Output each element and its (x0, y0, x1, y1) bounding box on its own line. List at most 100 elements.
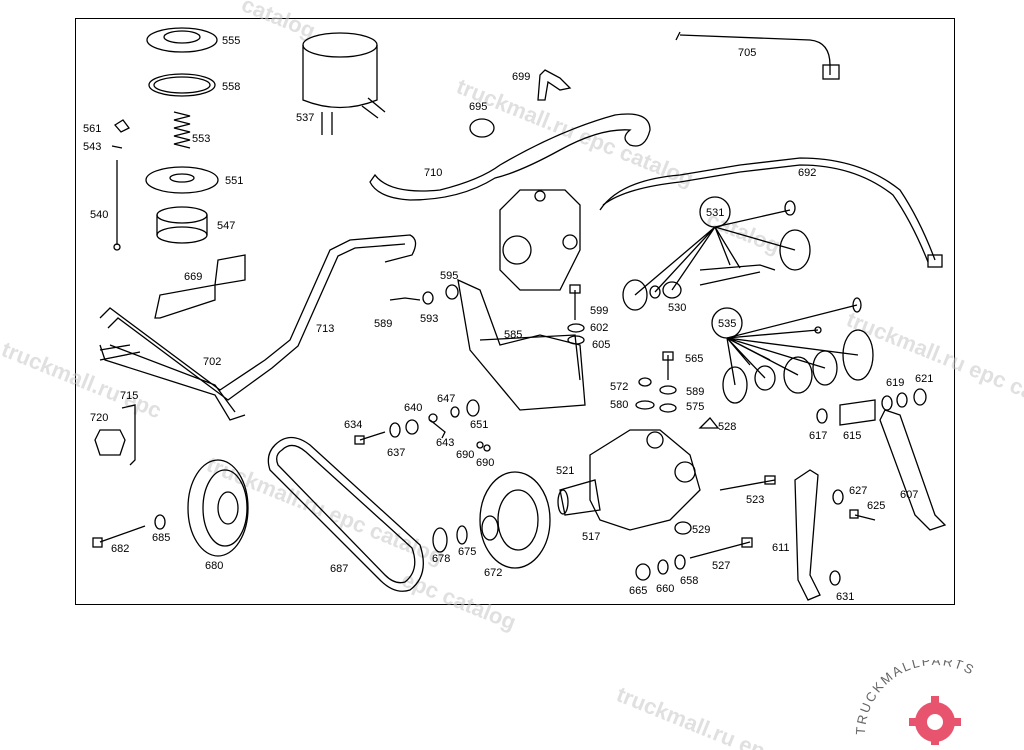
label-627: 627 (849, 485, 867, 497)
label-682: 682 (111, 543, 129, 555)
label-690-a: 690 (456, 449, 474, 461)
label-680: 680 (205, 560, 223, 572)
part-720-clamp (94, 429, 126, 456)
label-585: 585 (504, 329, 522, 341)
part-715-bracket (121, 404, 136, 466)
part-553-spring (173, 111, 191, 149)
label-565: 565 (685, 353, 703, 365)
label-685: 685 (152, 532, 170, 544)
part-669-bracket (154, 254, 246, 319)
part-699-fitting (537, 69, 572, 101)
label-537: 537 (296, 112, 314, 124)
label-572: 572 (610, 381, 628, 393)
part-713-pipe (99, 234, 417, 391)
label-665: 665 (629, 585, 647, 597)
part-611-bracket (794, 469, 821, 601)
label-619: 619 (886, 377, 904, 389)
label-551: 551 (225, 175, 243, 187)
label-553: 553 (192, 133, 210, 145)
part-687-belt (267, 436, 424, 592)
label-517: 517 (582, 531, 600, 543)
label-678: 678 (432, 553, 450, 565)
label-669: 669 (184, 271, 202, 283)
label-602: 602 (590, 322, 608, 334)
part-672-pulley (479, 471, 551, 569)
label-530: 530 (668, 302, 686, 314)
label-720: 720 (90, 412, 108, 424)
label-692: 692 (798, 167, 816, 179)
part-710-hose (369, 113, 651, 201)
part-607-bracket (879, 409, 947, 531)
label-540: 540 (90, 209, 108, 221)
label-555: 555 (222, 35, 240, 47)
svg-text:truckmall.ru epc catalog: truckmall.ru epc catalog (453, 73, 697, 191)
part-547-filter (156, 206, 208, 224)
label-527: 527 (712, 560, 730, 572)
part-523-bolt (719, 479, 776, 491)
label-647: 647 (437, 393, 455, 405)
part-543-washer (111, 145, 123, 149)
label-699: 699 (512, 71, 530, 83)
label-702: 702 (203, 356, 221, 368)
label-543: 543 (83, 141, 101, 153)
label-634: 634 (344, 419, 362, 431)
label-705: 705 (738, 47, 756, 59)
part-692-hose (599, 157, 936, 261)
label-615: 615 (843, 430, 861, 442)
part-drawings (92, 27, 947, 601)
label-535: 535 (718, 318, 736, 330)
svg-text:catalog: catalog (238, 0, 319, 43)
truckmall-logo: TRUCKMALLPARTS (855, 660, 976, 745)
label-531: 531 (706, 207, 724, 219)
label-617: 617 (809, 430, 827, 442)
label-651: 651 (470, 419, 488, 431)
gear-icon (909, 696, 961, 745)
part-615-fitting (839, 399, 876, 426)
label-631: 631 (836, 591, 854, 603)
diagram-frame (75, 18, 955, 605)
part-680-pulley (187, 459, 249, 557)
label-575: 575 (686, 401, 704, 413)
part-558-gasket (148, 73, 216, 97)
label-715: 715 (120, 390, 138, 402)
label-580: 580 (610, 399, 628, 411)
part-695-nut (469, 118, 495, 138)
label-611: 611 (772, 542, 790, 554)
label-561: 561 (83, 123, 101, 135)
label-521: 521 (556, 465, 574, 477)
label-643: 643 (436, 437, 454, 449)
part-527-bolt (689, 541, 751, 559)
label-625: 625 (867, 500, 885, 512)
part-682-bolt (99, 525, 146, 543)
part-585-bracket (457, 278, 586, 411)
label-713: 713 (316, 323, 334, 335)
part-555-cover (146, 27, 218, 53)
part-702-pipe (99, 344, 246, 421)
part-551-disc (145, 166, 219, 194)
label-595: 595 (440, 270, 458, 282)
label-621: 621 (915, 373, 933, 385)
svg-text:truckmall.ru epc: truckmall.ru epc (613, 681, 780, 750)
label-589-b: 589 (686, 386, 704, 398)
label-593: 593 (420, 313, 438, 325)
label-558: 558 (222, 81, 240, 93)
label-695: 695 (469, 101, 487, 113)
part-561-nut (114, 119, 130, 133)
part-528-cap (698, 417, 720, 429)
label-605: 605 (592, 339, 610, 351)
label-547: 547 (217, 220, 235, 232)
label-690-b: 690 (476, 457, 494, 469)
svg-text:truckmall.ru epc: truckmall.ru epc (0, 336, 165, 423)
label-710: 710 (424, 167, 442, 179)
part-517-pump (589, 429, 701, 531)
valve-housing (499, 189, 581, 291)
label-529: 529 (692, 524, 710, 536)
label-660: 660 (656, 583, 674, 595)
label-640: 640 (404, 402, 422, 414)
part-643-link (429, 419, 446, 439)
part-589-bolt (389, 297, 421, 301)
part-537-reservoir (302, 32, 378, 58)
label-599: 599 (590, 305, 608, 317)
